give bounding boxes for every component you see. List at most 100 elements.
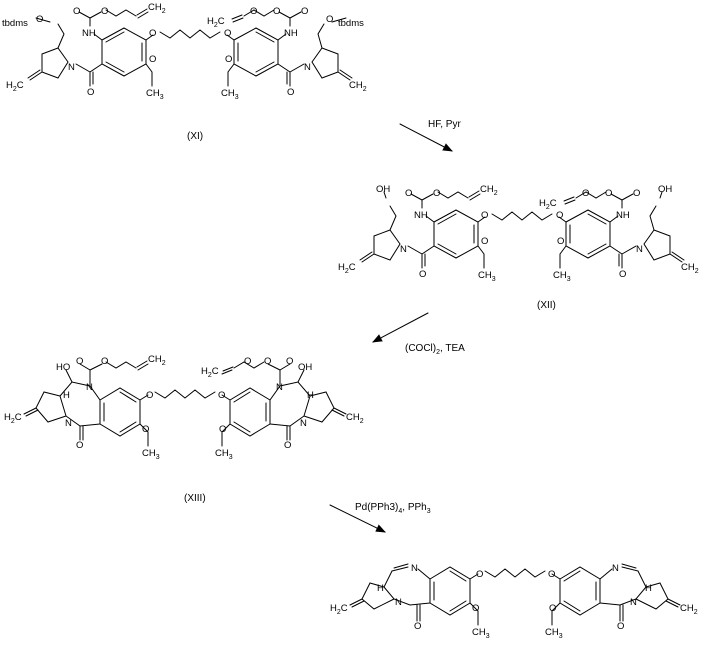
hydroxyl-label: OH (376, 184, 390, 195)
oxygen-label: O (301, 6, 308, 17)
oxygen-label: O (264, 356, 271, 367)
hydrogen-label: H (307, 390, 314, 401)
methyl-label: CH3 (215, 448, 233, 461)
tbdms-label: tbdms (338, 18, 364, 29)
oxygen-label: O (101, 6, 108, 17)
nitrogen-label: N (400, 244, 407, 255)
h2c-label: H2C (6, 80, 24, 93)
oxygen-label: O (146, 390, 153, 401)
oxygen-label: O (218, 390, 225, 401)
oxygen-label: O (224, 28, 231, 39)
oxygen-label: O (405, 188, 412, 199)
oxygen-label: O (149, 28, 156, 39)
oxygen-label: O (76, 356, 83, 367)
oxygen-label: O (557, 236, 564, 247)
oxygen-label: O (73, 6, 80, 17)
oxygen-label: O (476, 569, 483, 580)
oxygen-label: O (556, 210, 563, 221)
tbdms-label: tbdms (2, 18, 28, 29)
nitrogen-label: N (612, 563, 619, 574)
oxygen-label: O (286, 356, 293, 367)
h2c-label: H2C (539, 198, 557, 211)
oxygen-label: O (142, 424, 149, 435)
oxygen-label: O (273, 6, 280, 17)
ch2-label: CH2 (349, 80, 367, 93)
oxygen-label: O (472, 603, 479, 614)
methyl-label: CH3 (472, 627, 490, 640)
hydroxyl-label: HO (56, 362, 70, 373)
hydrogen-label: H (63, 390, 70, 401)
oxygen-label: O (617, 621, 624, 632)
step1-reagents: HF, Pyr (428, 119, 461, 130)
nh-label: NH (414, 210, 428, 221)
oxygen-label: O (619, 269, 626, 280)
compound-product: N H N O H2C O O CH3 O N H N O CH2 O CH3 (330, 563, 698, 640)
oxygen-label: O (219, 424, 226, 435)
oxygen-label: O (605, 188, 612, 199)
compound-xiii: HO N O H N H2C O O CH2 O O CH3 O H2C O O… (4, 354, 364, 504)
reaction-arrow (329, 504, 386, 533)
compound-xii: OH O O NH CH2 N O H2C O CH3 O O H2C O O … (338, 184, 699, 311)
ch2-label: CH2 (681, 262, 699, 275)
oxygen-label: O (76, 440, 83, 451)
methyl-label: CH3 (146, 88, 164, 101)
oxygen-label: O (36, 14, 43, 25)
methyl-label: CH3 (545, 627, 563, 640)
nitrogen-label: N (411, 563, 418, 574)
oxygen-label: O (149, 54, 156, 65)
oxygen-label: O (244, 356, 251, 367)
oxygen-label: O (287, 87, 294, 98)
h2c-label: H2C (330, 603, 348, 616)
hydroxyl-label: OH (658, 184, 672, 195)
nitrogen-label: N (630, 597, 637, 608)
nh-label: NH (82, 28, 96, 39)
hydroxyl-label: OH (298, 362, 312, 373)
h2c-label: H2C (201, 366, 219, 379)
oxygen-label: O (225, 54, 232, 65)
h2c-label: H2C (4, 412, 22, 425)
nitrogen-label: N (304, 62, 311, 73)
ch2-label: CH2 (346, 412, 364, 425)
oxygen-label: O (101, 356, 108, 367)
oxygen-label: O (481, 210, 488, 221)
oxygen-label: O (326, 14, 333, 25)
oxygen-label: O (414, 621, 421, 632)
methyl-label: CH3 (142, 448, 160, 461)
compound-xi: tbdms O O O NH CH2 N O H2C O CH3 O O H2C… (2, 2, 367, 142)
oxygen-label: O (548, 569, 555, 580)
hydrogen-label: H (377, 583, 384, 594)
compound-label-xiii: (XIII) (184, 493, 206, 504)
compound-label-xi: (XI) (187, 131, 203, 142)
oxygen-label: O (481, 236, 488, 247)
nitrogen-label: N (68, 62, 75, 73)
reaction-arrow (372, 312, 429, 343)
nitrogen-label: N (300, 418, 307, 429)
reaction-arrow (399, 123, 453, 152)
oxygen-label: O (284, 440, 291, 451)
oxygen-label: O (549, 603, 556, 614)
hydrogen-label: H (645, 583, 652, 594)
h2c-label: H2C (207, 16, 225, 29)
ch2-label: CH2 (148, 2, 166, 15)
oxygen-label: O (87, 87, 94, 98)
methyl-label: CH3 (221, 88, 239, 101)
methyl-label: CH3 (478, 270, 496, 283)
oxygen-label: O (250, 6, 257, 17)
nitrogen-label: N (636, 244, 643, 255)
nitrogen-label: N (395, 597, 402, 608)
nitrogen-label: N (65, 418, 72, 429)
h2c-label: H2C (338, 262, 356, 275)
step3-reagents: Pd(PPh3)4, PPh3 (355, 502, 431, 515)
ch2-label: CH2 (480, 184, 498, 197)
nitrogen-label: N (276, 382, 283, 393)
nh-label: NH (616, 210, 630, 221)
oxygen-label: O (633, 188, 640, 199)
oxygen-label: O (419, 269, 426, 280)
ch2-label: CH2 (680, 603, 698, 616)
nitrogen-label: N (86, 382, 93, 393)
ch2-label: CH2 (148, 354, 166, 367)
methyl-label: CH3 (553, 270, 571, 283)
nh-label: NH (284, 28, 298, 39)
compound-label-xii: (XII) (537, 300, 556, 311)
step2-reagents: (COCl)2, TEA (405, 343, 465, 356)
